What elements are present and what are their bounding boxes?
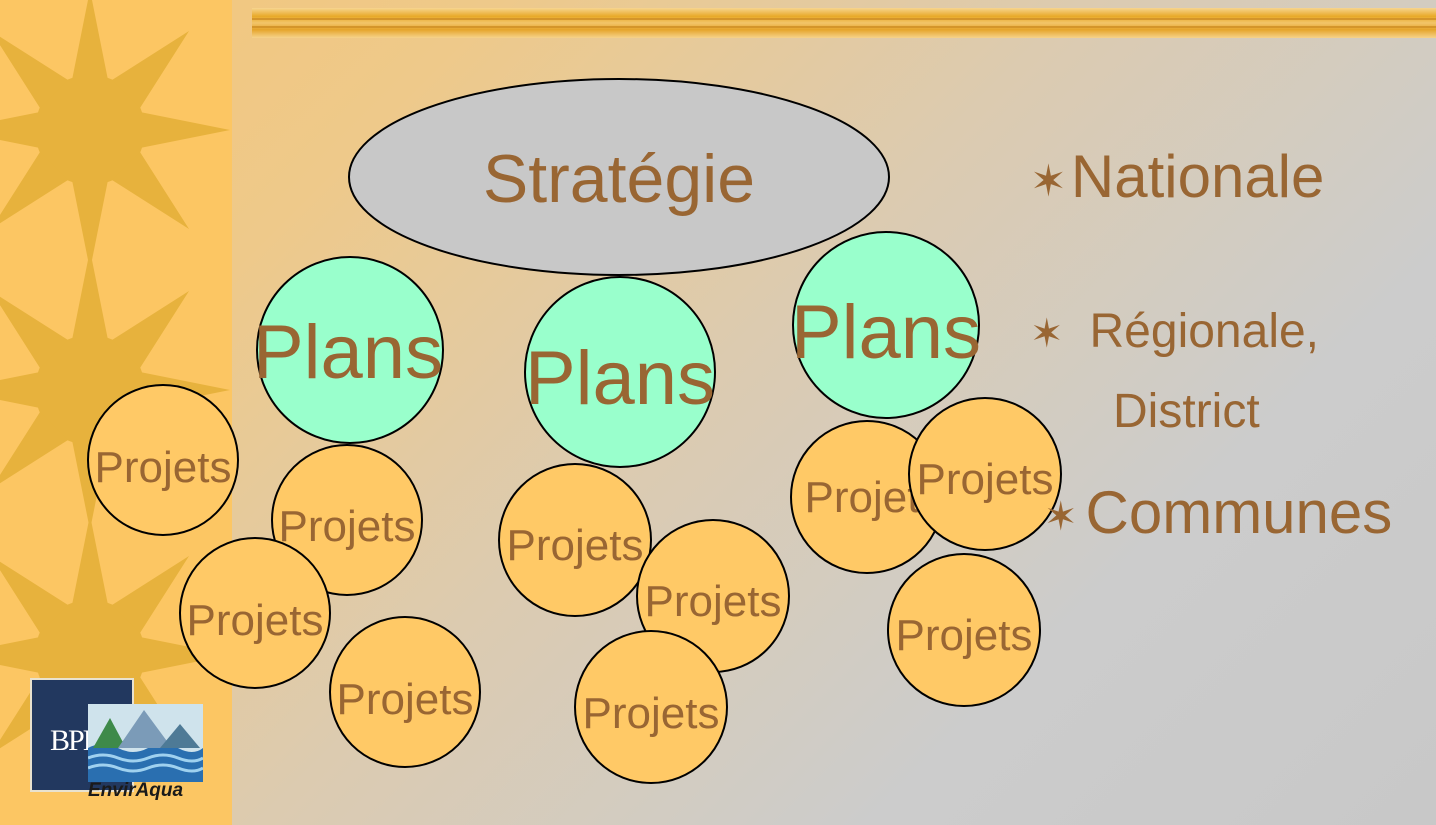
project-label: Projet <box>805 473 920 522</box>
project-label: Projets <box>917 455 1054 504</box>
star-icon: ✶ <box>1030 156 1067 206</box>
plans-node <box>792 231 980 419</box>
star-icon: ✶ <box>1044 495 1078 540</box>
strategy-node <box>348 78 890 276</box>
project-label: Projets <box>337 675 474 724</box>
decorative-top-bar <box>252 8 1436 38</box>
project-node <box>271 444 423 596</box>
project-label: Projets <box>583 689 720 738</box>
project-label: Projets <box>645 577 782 626</box>
project-node <box>498 463 652 617</box>
logo-enviraqua-text: EnvirAqua <box>88 780 184 801</box>
project-label: Projets <box>279 502 416 551</box>
project-label: Projets <box>896 611 1033 660</box>
water-icon <box>88 704 203 782</box>
legend-item-communes: ✶Communes <box>1044 478 1392 547</box>
star-icon: ✶ <box>1030 312 1064 357</box>
project-node <box>179 537 331 689</box>
project-node <box>574 630 728 784</box>
plans-label: Plans <box>791 290 981 375</box>
project-node <box>87 384 239 536</box>
legend-label: District <box>1113 385 1260 438</box>
logo: BPR EnvirAqua <box>30 676 210 806</box>
plans-label: Plans <box>525 336 715 421</box>
project-node <box>908 397 1062 551</box>
sun-icon <box>0 0 230 270</box>
legend-item-regionale: ✶ Régionale, <box>1030 304 1319 359</box>
project-label: Projets <box>187 596 324 645</box>
legend-item-nationale: ✶Nationale <box>1030 142 1324 211</box>
project-node <box>329 616 481 768</box>
legend-label: Régionale, <box>1089 305 1320 358</box>
project-node <box>887 553 1041 707</box>
plans-node <box>256 256 444 444</box>
legend-label: Communes <box>1085 479 1393 546</box>
legend-item-district: District <box>1113 384 1260 439</box>
plans-label: Plans <box>253 310 443 395</box>
strategy-label: Stratégie <box>483 141 755 217</box>
plans-node <box>524 276 716 468</box>
project-label: Projets <box>95 443 232 492</box>
legend-label: Nationale <box>1070 143 1325 210</box>
project-label: Projets <box>507 521 644 570</box>
